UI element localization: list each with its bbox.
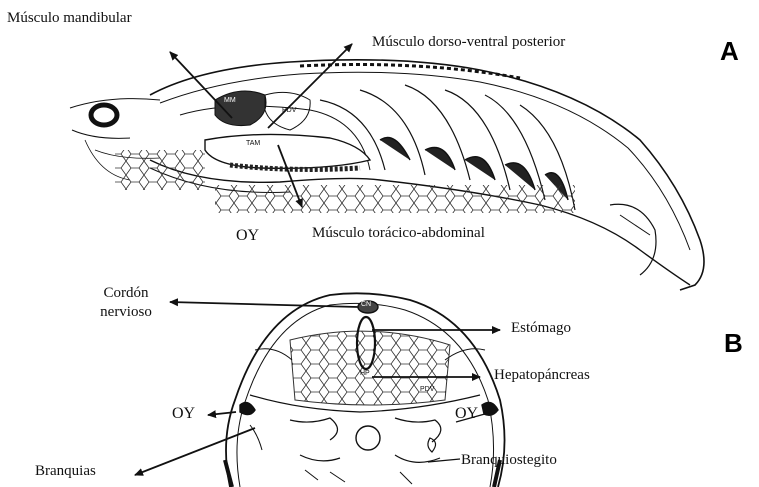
label-musculo-toracico: Músculo torácico-abdominal	[312, 225, 485, 242]
label-estomago: Estómago	[511, 320, 571, 337]
label-hepatopancreas: Hepatopáncreas	[494, 367, 590, 384]
label-mm-inner: MM	[224, 97, 236, 104]
label-branquiostegito: Branquiostegito	[461, 452, 557, 469]
arrow-dorso-ventral	[268, 44, 352, 128]
label-cordon-line2: nervioso	[86, 304, 166, 321]
label-musculo-dorso-ventral: Músculo dorso-ventral posterior	[372, 34, 565, 51]
label-oy-right: OY	[455, 405, 478, 423]
label-oy-left: OY	[172, 405, 195, 423]
label-tam-inner: TAM	[246, 140, 260, 147]
arrow-cordon	[170, 302, 358, 307]
arrow-oy-left	[208, 412, 236, 415]
label-branquias: Branquias	[35, 463, 96, 480]
label-oy-top: OY	[236, 227, 259, 245]
panel-label-b: B	[724, 328, 743, 359]
label-cn-inner: CN	[361, 301, 371, 308]
label-pdv-inner-bottom: PDV	[420, 386, 434, 393]
label-pdv-inner-top: PDV	[282, 107, 296, 114]
label-musculo-mandibular: Músculo mandibular	[7, 10, 132, 27]
panel-label-a: A	[720, 36, 739, 67]
shrimp-lateral-view	[70, 60, 704, 290]
eye-ring	[91, 105, 117, 125]
label-hp-inner: HP	[360, 370, 370, 377]
label-cordon-line1: Cordón	[86, 285, 166, 302]
